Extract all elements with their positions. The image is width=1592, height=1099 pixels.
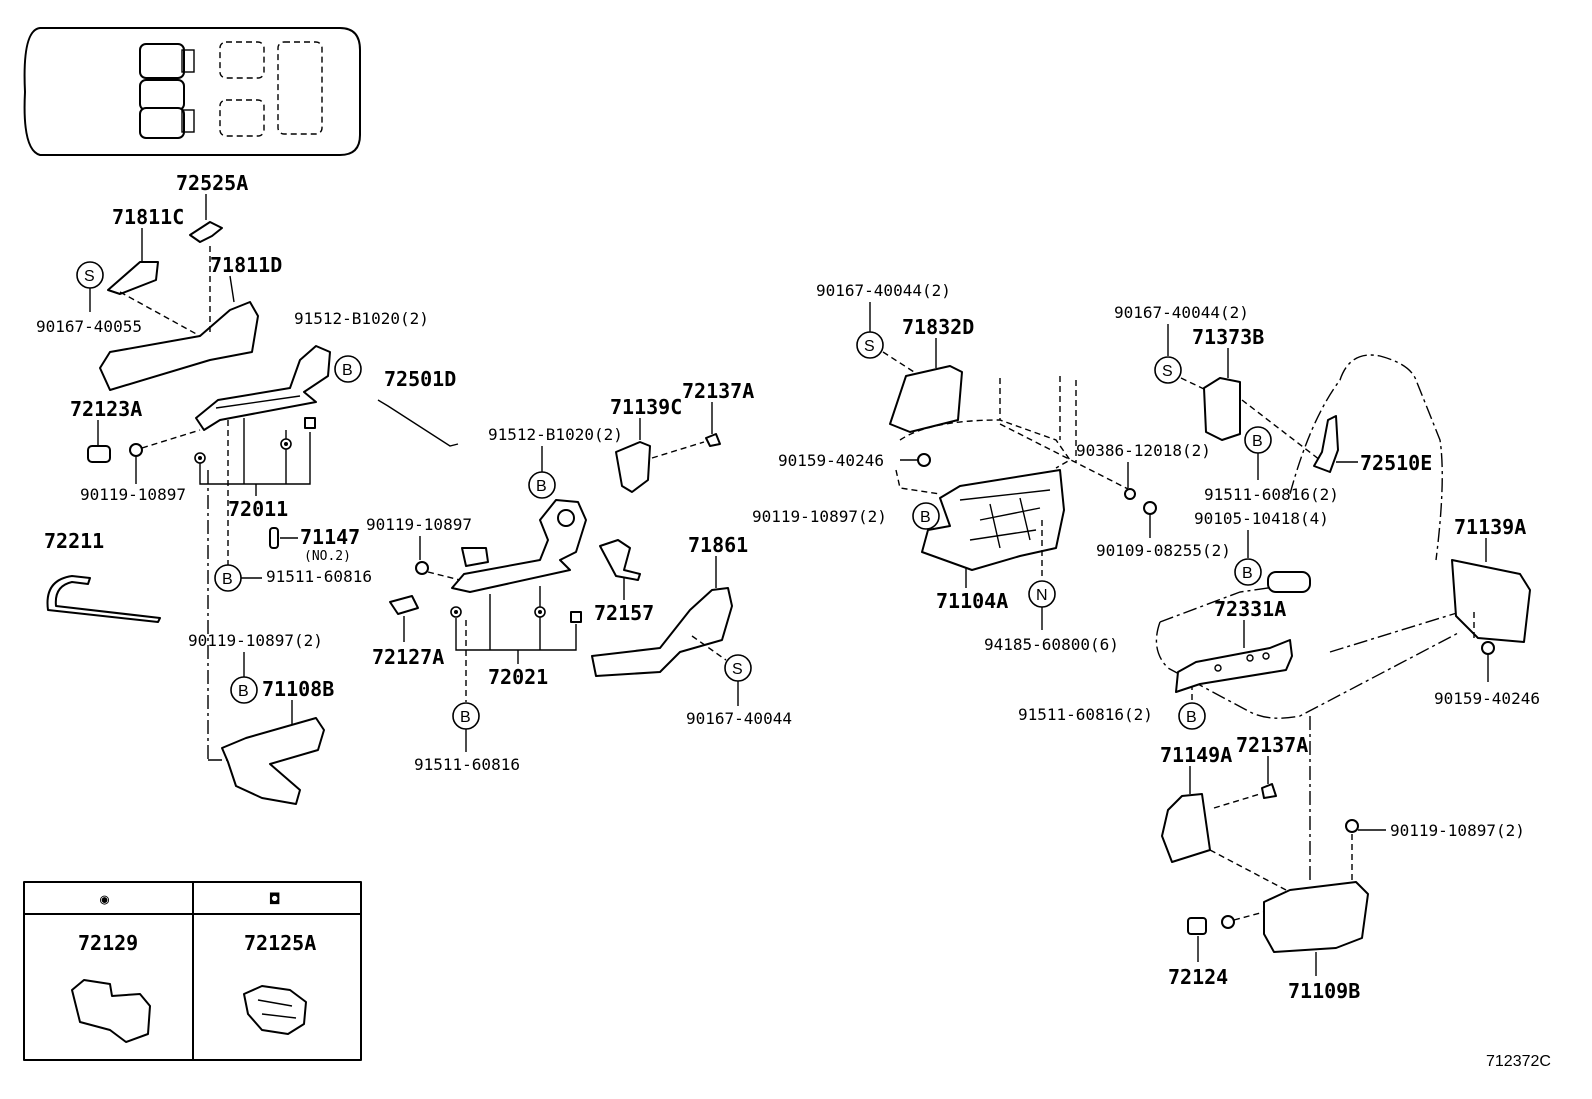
part-label-71104A: 71104A <box>936 589 1008 613</box>
part-label-71373B: 71373B <box>1192 325 1264 349</box>
right-seat-group: 90167-40044(2) S 71373B B 91511-60816(2)… <box>1018 303 1540 1003</box>
part-label-72011: 72011 <box>228 497 288 521</box>
marker-b-right-mid: B <box>1242 565 1253 582</box>
part-label-72021: 72021 <box>488 665 548 689</box>
part-label-91511-60816-2a: 91511-60816(2) <box>1204 485 1339 504</box>
part-label-90105-10418: 90105-10418(4) <box>1194 509 1329 528</box>
part-label-71811D: 71811D <box>210 253 282 277</box>
part-label-90386-12018: 90386-12018(2) <box>1076 441 1211 460</box>
marker-s-center: S <box>864 338 875 355</box>
middle-seat-track-group: 71139C 72137A 91512-B1020(2) B 72021 901… <box>366 379 792 774</box>
part-label-72124: 72124 <box>1168 965 1228 989</box>
part-label-94185-60800: 94185-60800(6) <box>984 635 1119 654</box>
marker-b-right-top: B <box>1252 433 1263 450</box>
part-label-72123A: 72123A <box>70 397 142 421</box>
part-label-90167-40044-2a: 90167-40044(2) <box>816 281 951 300</box>
part-label-90159-40246-b: 90159-40246 <box>1434 689 1540 708</box>
part-label-90109-08255: 90109-08255(2) <box>1096 541 1231 560</box>
marker-s-right: S <box>1162 363 1173 380</box>
part-label-90119-10897-2c: 90119-10897(2) <box>1390 821 1525 840</box>
legend-part-72129: 72129 <box>78 931 138 955</box>
part-label-90119-10897-2a: 90119-10897(2) <box>188 631 323 650</box>
part-label-71109B: 71109B <box>1288 979 1360 1003</box>
marker-b-mid-low: B <box>460 709 471 726</box>
part-label-72137A-b: 72137A <box>1236 733 1308 757</box>
part-label-72157: 72157 <box>594 601 654 625</box>
part-label-91511-60816-2b: 91511-60816(2) <box>1018 705 1153 724</box>
part-label-71147: 71147 <box>300 525 360 549</box>
part-label-90119-10897-b: 90119-10897 <box>366 515 472 534</box>
part-label-71108B: 71108B <box>262 677 334 701</box>
part-label-90167-40055: 90167-40055 <box>36 317 142 336</box>
part-label-72211: 72211 <box>44 529 104 553</box>
marker-n: N <box>1036 587 1048 604</box>
part-label-72331A: 72331A <box>1214 597 1286 621</box>
marker-b-mid-top: B <box>536 478 547 495</box>
part-label-90119-10897-2b: 90119-10897(2) <box>752 507 887 526</box>
part-label-91511-60816-b: 91511-60816 <box>414 755 520 774</box>
part-label-90119-10897-a: 90119-10897 <box>80 485 186 504</box>
marker-b-left-top: B <box>342 362 353 379</box>
part-label-71139C: 71139C <box>610 395 682 419</box>
diagram-reference-code: 712372C <box>1486 1053 1551 1070</box>
part-label-71811C: 71811C <box>112 205 184 229</box>
marker-b-left-mid: B <box>222 571 233 588</box>
legend-table: ◉ ◘ 72129 72125A <box>23 881 362 1061</box>
part-label-72137A-a: 72137A <box>682 379 754 403</box>
part-label-91512-B1020-left: 91512-B1020(2) <box>294 309 429 328</box>
part-label-71139A: 71139A <box>1454 515 1526 539</box>
part-label-91511-60816-a: 91511-60816 <box>266 567 372 586</box>
part-label-72127A: 72127A <box>372 645 444 669</box>
legend-symbol-square: ◘ <box>269 890 280 908</box>
part-label-72510E: 72510E <box>1360 451 1432 475</box>
marker-s-left: S <box>84 268 95 285</box>
marker-b-right-low: B <box>1186 709 1197 726</box>
part-label-91512-B1020-mid: 91512-B1020(2) <box>488 425 623 444</box>
part-label-71832D: 71832D <box>902 315 974 339</box>
legend-symbol-round: ◉ <box>100 890 109 908</box>
part-label-90167-40044-2b: 90167-40044(2) <box>1114 303 1249 322</box>
marker-b-left-low: B <box>238 683 249 700</box>
part-label-71861: 71861 <box>688 533 748 557</box>
part-label-90167-40044-a: 90167-40044 <box>686 709 792 728</box>
legend-part-72125A: 72125A <box>244 931 316 955</box>
part-label-90159-40246-a: 90159-40246 <box>778 451 884 470</box>
vehicle-layout-thumbnail <box>23 27 361 156</box>
part-note-71147: (NO.2) <box>304 549 351 564</box>
center-right-seat-group: 90167-40044(2) S 71832D 90159-40246 7110… <box>752 281 1231 654</box>
marker-s-mid: S <box>732 661 743 678</box>
part-label-72501D: 72501D <box>384 367 456 391</box>
part-label-71149A: 71149A <box>1160 743 1232 767</box>
marker-b-center: B <box>920 509 931 526</box>
left-seat-track-group: 72525A 71811C 71811D S 90167-40055 91512… <box>36 171 459 805</box>
part-label-72525A: 72525A <box>176 171 248 195</box>
